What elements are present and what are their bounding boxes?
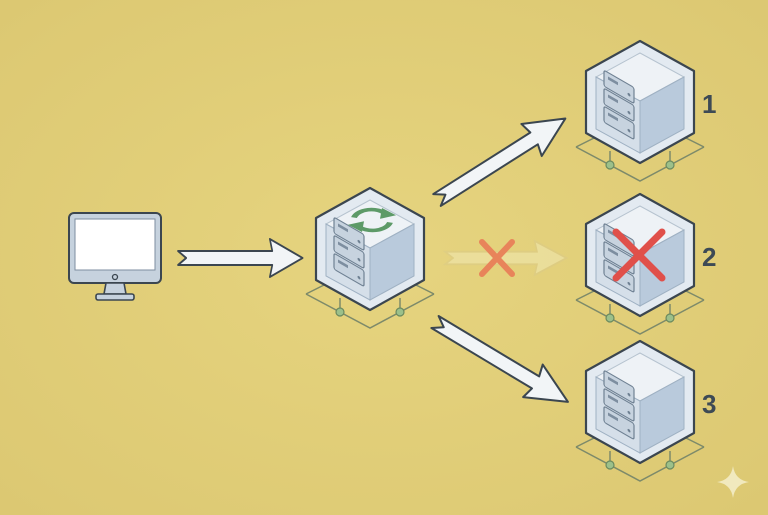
blocked-route-arrow-server-2: [442, 239, 569, 277]
failed-x-icon: [612, 228, 666, 282]
server-1-label: 1: [702, 89, 716, 119]
server-2: [576, 194, 704, 334]
server-3-label: 3: [702, 389, 716, 419]
refresh-icon: [348, 207, 396, 233]
blocked-x-icon: [479, 239, 515, 277]
client-monitor-icon: [68, 212, 162, 301]
load-balancer-node: [306, 188, 434, 328]
server-2-label: 2: [702, 242, 716, 272]
sparkle-icon: [717, 466, 749, 498]
